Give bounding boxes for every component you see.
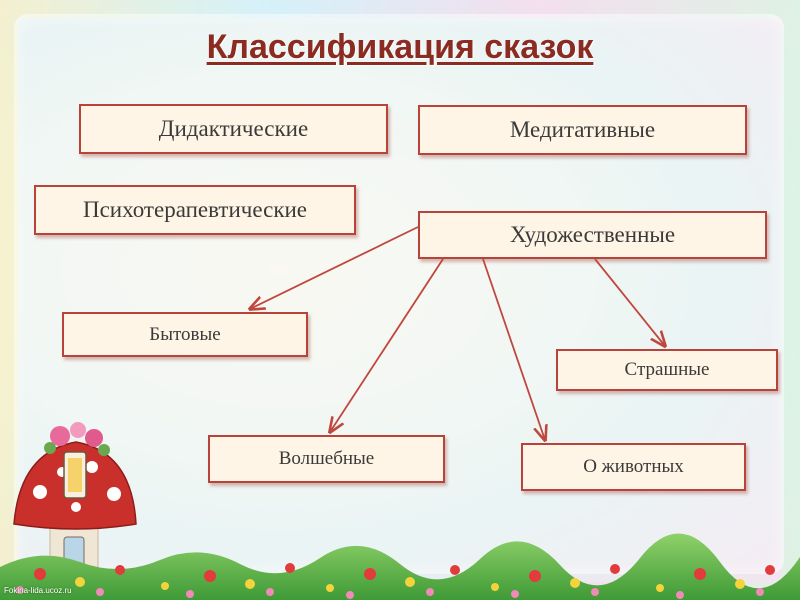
category-psychotherapeutic: Психотерапевтические — [34, 185, 356, 235]
slide-title: Классификация сказок — [206, 28, 594, 66]
subcategory-animals: О животных — [521, 443, 746, 491]
category-artistic: Художественные — [418, 211, 767, 259]
flower-meadow-illustration — [0, 533, 800, 600]
arrow-to-scary — [594, 258, 665, 346]
category-meditative: Медитативные — [418, 105, 747, 155]
arrow-to-magic — [330, 258, 444, 432]
subcategory-magic: Волшебные — [208, 435, 445, 483]
category-didactic: Дидактические — [79, 104, 388, 154]
mushroom-house-illustration — [13, 422, 137, 583]
credit-text: Fokina-lida.ucoz.ru — [4, 586, 72, 595]
arrow-to-everyday — [250, 226, 419, 309]
subcategory-scary: Страшные — [556, 349, 778, 391]
subcategory-everyday: Бытовые — [62, 312, 308, 357]
arrow-to-animals — [482, 258, 545, 440]
